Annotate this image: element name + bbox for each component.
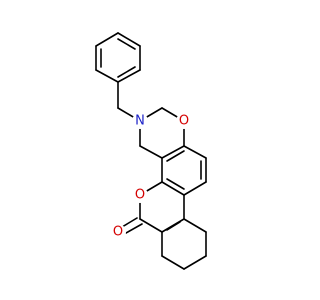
carbonyl-bond bbox=[121, 217, 138, 228]
bond bbox=[183, 181, 207, 196]
bond bbox=[139, 218, 163, 233]
bond bbox=[95, 32, 119, 47]
molecule-canvas: O N O O bbox=[95, 32, 207, 270]
phenyl-ring bbox=[95, 32, 141, 83]
nitrogen-label: N bbox=[135, 114, 145, 129]
carbonyl-oxygen-label: O bbox=[113, 225, 123, 240]
aromatic-inner-bond bbox=[117, 66, 136, 78]
bond bbox=[183, 255, 207, 270]
chemical-structure-diagram: O N O O bbox=[95, 32, 207, 270]
atom-background bbox=[132, 113, 148, 129]
atom-o-ring: O bbox=[176, 113, 192, 129]
bond bbox=[95, 69, 119, 83]
atom-background bbox=[110, 224, 126, 240]
atom-background bbox=[176, 113, 192, 129]
bond bbox=[161, 145, 185, 159]
carbonyl-bond bbox=[125, 223, 143, 234]
bond bbox=[139, 145, 163, 159]
aromatic-inner-bond bbox=[166, 178, 185, 190]
atom-n: N bbox=[132, 113, 148, 129]
ring-oxygen-label: O bbox=[179, 114, 189, 129]
central-benzene-ring bbox=[161, 145, 207, 196]
atom-o-lactone: O bbox=[132, 187, 148, 203]
bond bbox=[161, 181, 185, 196]
alkene-inner-bond bbox=[166, 221, 181, 231]
bond bbox=[161, 255, 185, 270]
lactone-oxygen-label: O bbox=[135, 188, 145, 203]
atom-background bbox=[132, 187, 148, 203]
cyclohexene-ring bbox=[161, 218, 207, 270]
bond bbox=[117, 69, 141, 83]
bond bbox=[183, 218, 207, 233]
bond bbox=[183, 145, 207, 159]
aromatic-inner-bond bbox=[117, 38, 136, 50]
bond bbox=[117, 32, 141, 47]
aromatic-inner-bond bbox=[166, 150, 185, 162]
atom-o-carbonyl: O bbox=[110, 224, 126, 240]
